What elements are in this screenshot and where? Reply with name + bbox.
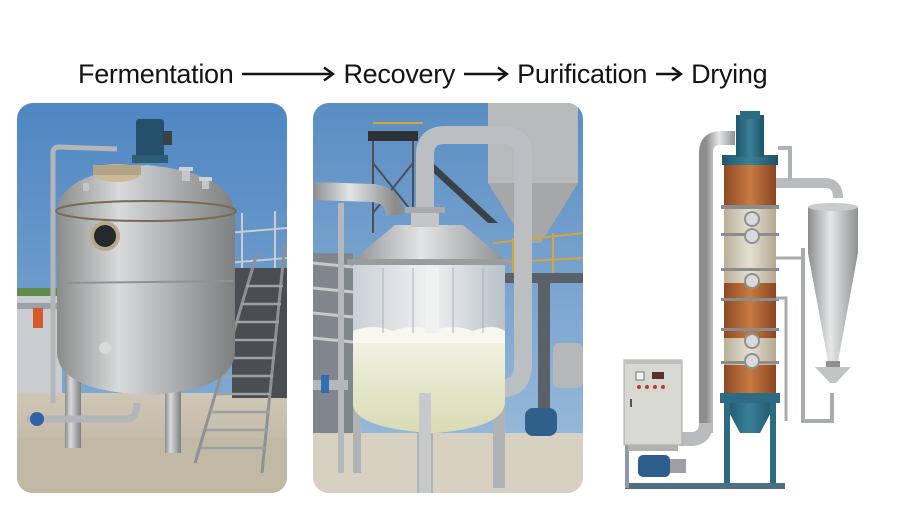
- recovery-image-panel: [313, 103, 583, 493]
- fermentation-tank-illustration: [17, 103, 287, 493]
- recovery-vessel-illustration: [313, 103, 583, 493]
- stage-fermentation-label: Fermentation: [78, 58, 234, 89]
- fermentation-image-panel: [17, 103, 287, 493]
- purification-drying-image-panel: [600, 103, 890, 498]
- short-arrow-icon: [654, 66, 684, 82]
- medium-arrow-icon: [462, 66, 510, 82]
- stage-purification-label: Purification: [517, 58, 648, 89]
- stage-recovery-label: Recovery: [343, 58, 456, 89]
- long-arrow-icon: [240, 66, 336, 82]
- purification-column-and-dryer-illustration: [600, 103, 890, 498]
- process-flow-title: Fermentation Recovery Purification Dryin…: [78, 52, 768, 96]
- stage-drying-label: Drying: [691, 58, 768, 89]
